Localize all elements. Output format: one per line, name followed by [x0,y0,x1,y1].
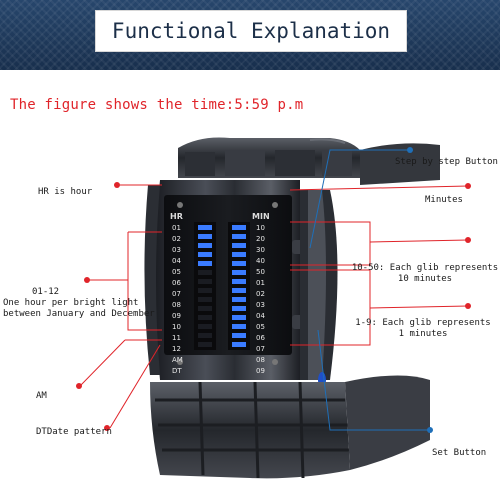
hour-led [198,243,212,248]
hour-led [198,225,212,230]
minute-led [232,324,246,329]
label-step-button: Step by step Button [395,157,498,167]
minute-led [232,270,246,275]
minute-led [232,342,246,347]
minute-digits: 10 20 30 40 50 01 02 03 04 05 06 07 08 09 [256,223,265,377]
dot-ones [465,303,471,309]
minute-digit-4: 50 [256,268,265,276]
hour-led [198,342,212,347]
dot-am [76,383,82,389]
hour-digit-7: 08 [172,301,181,309]
minute-led [232,288,246,293]
leader-lines-blue [309,149,430,431]
hour-digit-12: AM [172,356,183,364]
minute-led [232,279,246,284]
hour-led [198,234,212,239]
minute-led [232,306,246,311]
hr-header: HR [170,212,183,221]
hour-digit-4: 05 [172,268,181,276]
minute-digit-5: 01 [256,279,265,287]
minute-led [232,315,246,320]
header-banner: Functional Explanation [0,0,500,70]
hour-digit-2: 03 [172,246,181,254]
minute-digit-3: 40 [256,257,265,265]
minute-digit-0: 10 [256,224,265,232]
minute-led [232,333,246,338]
bottom-bracelet [150,375,430,479]
minute-digit-7: 03 [256,301,265,309]
hour-led [198,261,212,266]
hour-digit-6: 07 [172,290,181,298]
label-tens-1: 10-50: Each glib represents [351,263,499,273]
hour-digit-8: 09 [172,312,181,320]
label-dt: DTDate pattern [36,427,112,438]
label-tens-2: 10 minutes [397,274,453,284]
minute-led [232,243,246,248]
hour-digit-1: 02 [172,235,181,243]
hour-led [198,288,212,293]
hour-led [198,270,212,275]
hour-led [198,279,212,284]
dot-set-button [427,427,433,433]
minute-digit-2: 30 [256,246,265,254]
hour-led [198,297,212,302]
headline: The figure shows the time:5:59 p.m [10,97,304,113]
label-set-button: Set Button [432,448,487,458]
hour-led [198,333,212,338]
minute-led [232,225,246,230]
led-grid [198,225,246,347]
hour-digit-10: 11 [172,334,181,342]
hour-digit-9: 10 [172,323,181,331]
minute-digit-9: 05 [256,323,265,331]
minute-digit-1: 20 [256,235,265,243]
hour-led [198,306,212,311]
dot-step-button [407,147,413,153]
minute-led [232,297,246,302]
hour-led [198,324,212,329]
dot-tens [465,237,471,243]
minute-led [232,261,246,266]
label-hr: HR is hour [38,187,93,197]
minute-digit-13: 09 [256,367,265,375]
dot-dt [104,425,110,431]
leader-lines-red [79,184,469,429]
label-hour-desc-1: One hour per bright light [3,298,139,308]
label-minutes: Minutes [425,195,463,205]
dot-hr [114,182,120,188]
label-date-pattern: Date pattern [46,427,112,437]
hour-digit-11: 12 [172,345,181,353]
label-range: 01-12 [32,287,60,297]
hour-digit-13: DT [172,367,182,375]
label-hour-desc-2: between January and December [3,309,155,319]
label-ones-1: 1-9: Each glib represents [355,318,491,328]
top-bracelet [178,137,360,178]
minute-led [232,252,246,257]
dot-minutes [465,183,471,189]
hour-led [198,252,212,257]
minute-digit-8: 04 [256,312,265,320]
minute-digit-10: 06 [256,334,265,342]
minute-led [232,234,246,239]
banner-title: Functional Explanation [95,10,407,52]
minute-digit-11: 07 [256,345,265,353]
hour-digit-0: 01 [172,224,181,232]
dot-range [84,277,90,283]
hour-led [198,315,212,320]
minute-digit-6: 02 [256,290,265,298]
label-am: AM [36,391,47,401]
label-ones-2: 1 minutes [398,329,448,339]
label-dt-code: DT [36,427,47,437]
hour-digit-5: 06 [172,279,181,287]
minute-digit-12: 08 [256,356,265,364]
min-header: MIN [252,212,270,221]
hour-digit-3: 04 [172,257,181,265]
